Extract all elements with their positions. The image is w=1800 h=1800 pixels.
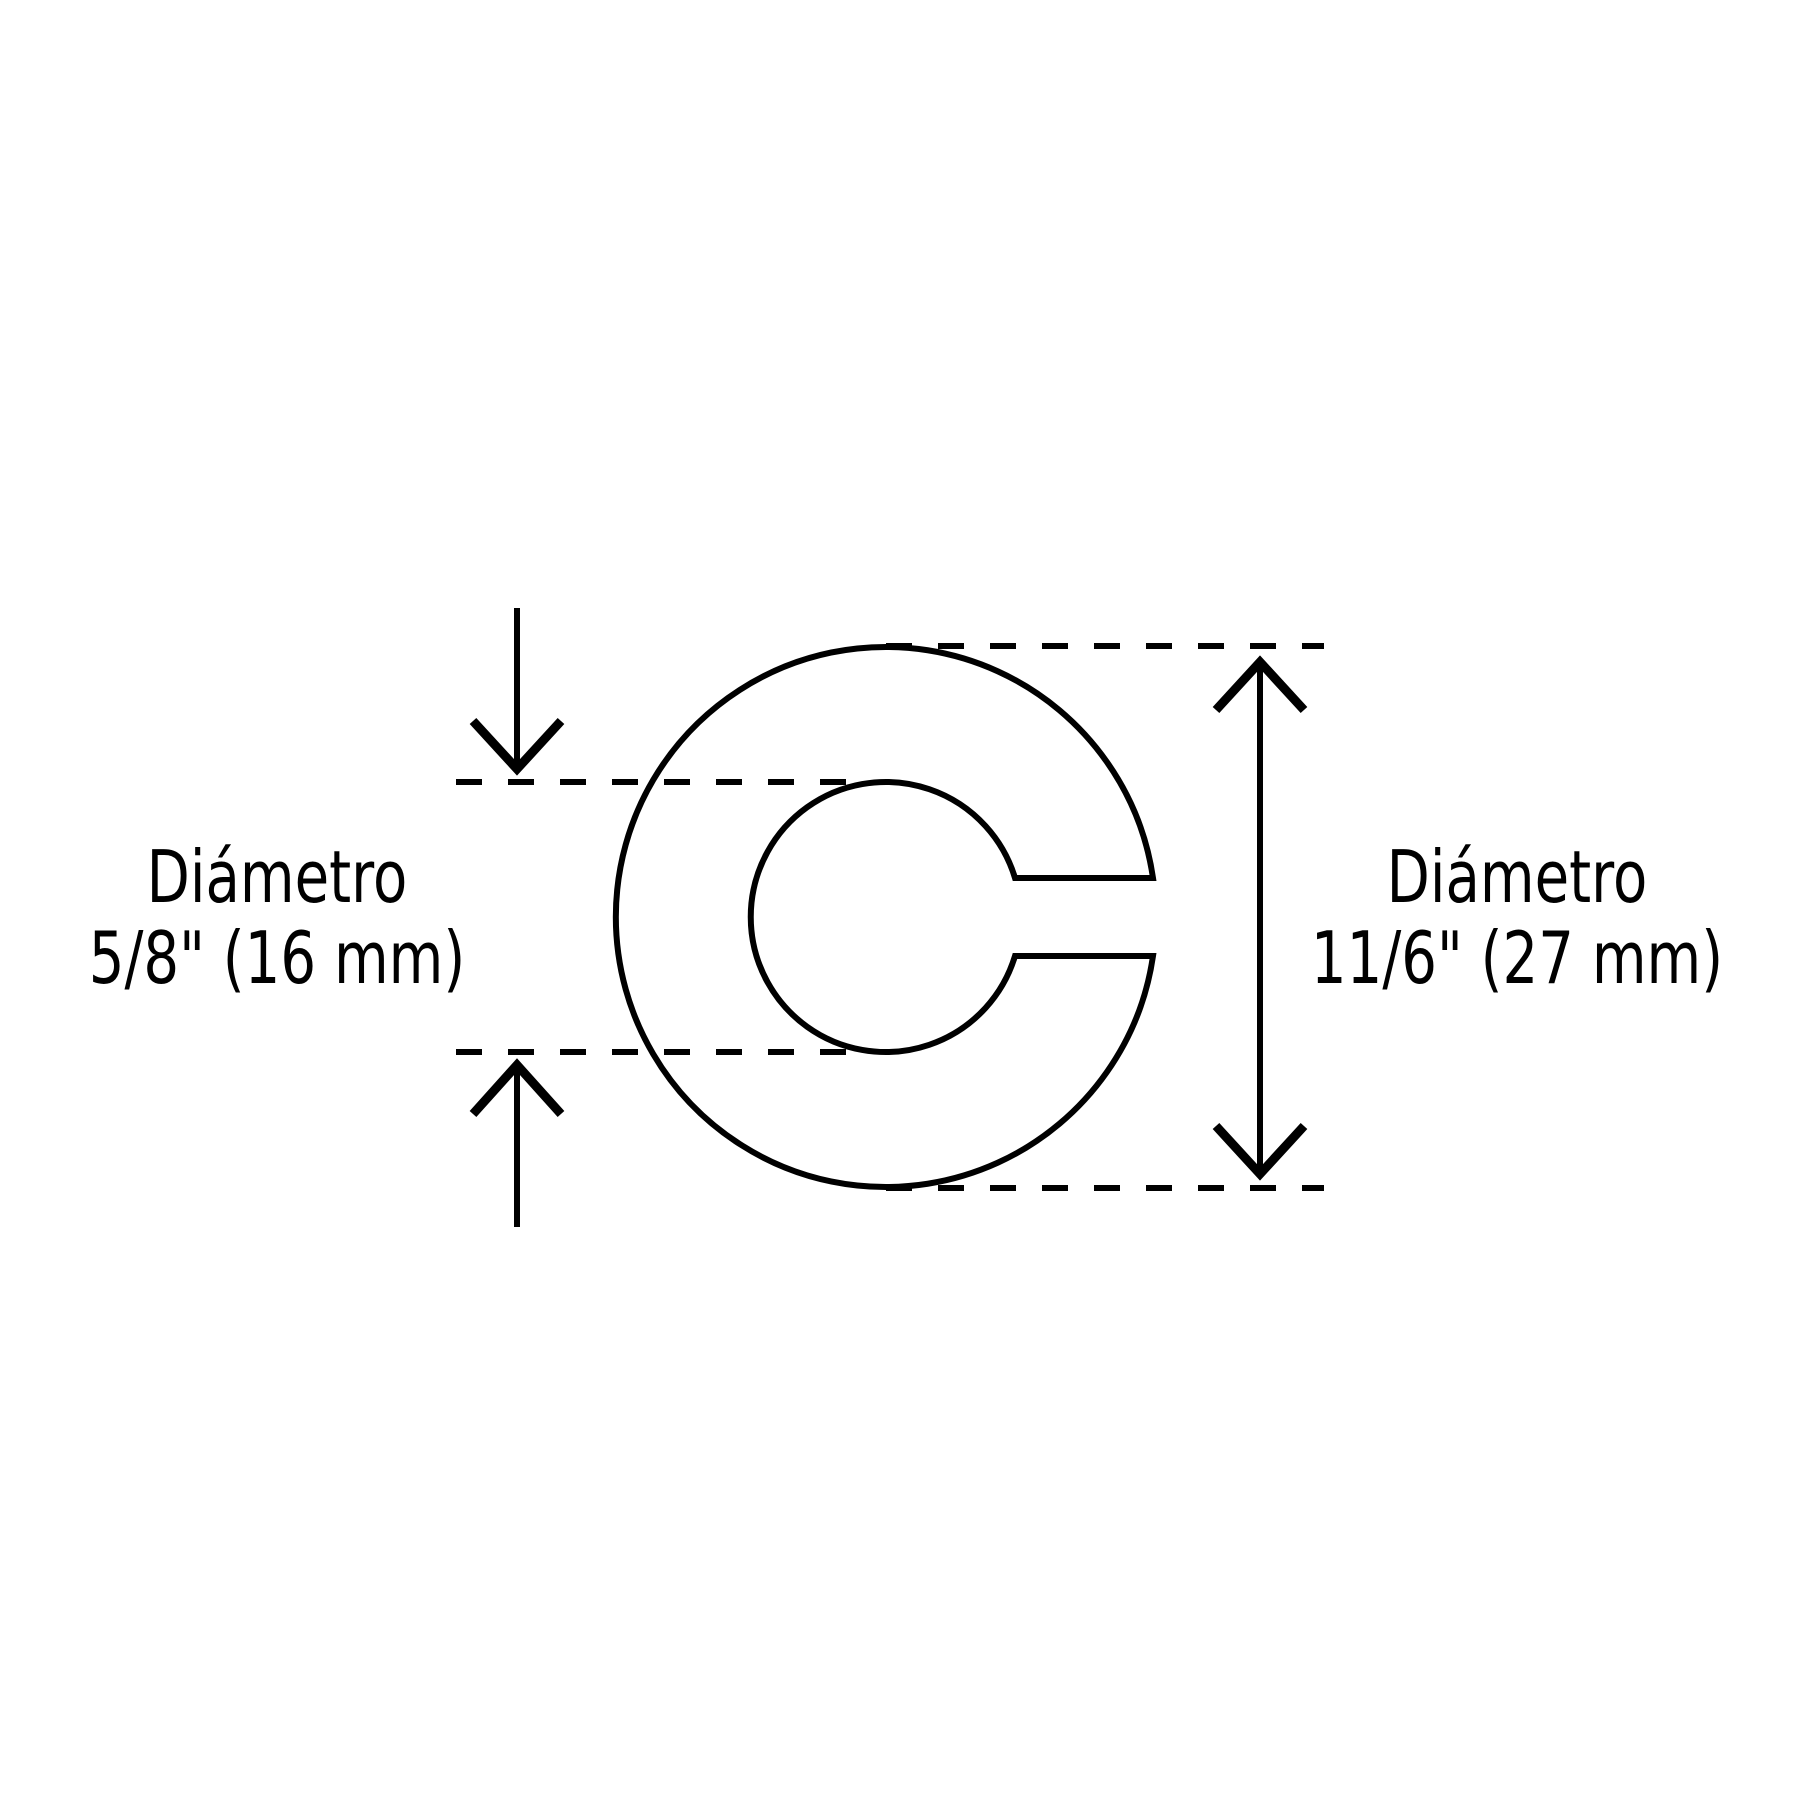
outer-top-arrowhead [1212,655,1308,714]
outer-diameter-label: Diámetro [1387,836,1648,920]
c-washer-outline [612,644,1157,1190]
outer-bottom-arrowhead [1212,1122,1308,1181]
outer-diameter-value: 11/6" (27 mm) [1311,917,1723,1001]
inner-diameter-value: 5/8" (16 mm) [89,917,465,1001]
inner-diameter-label: Diámetro [147,836,408,920]
inner-bottom-arrowhead [469,1058,565,1118]
inner-top-arrowhead [469,717,565,776]
